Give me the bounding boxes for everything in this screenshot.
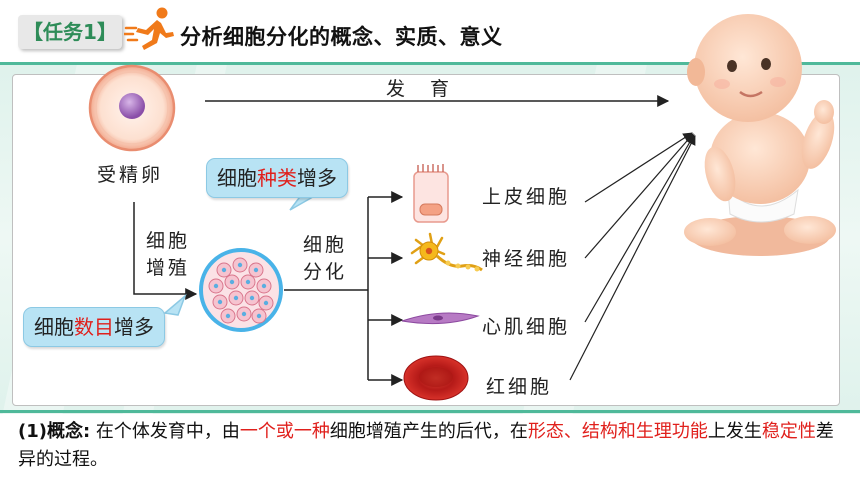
concept-text: 在个体发育中，由 [90, 421, 240, 442]
callout-number-increase: 细胞数目增多 [23, 307, 165, 347]
concept-highlight: 形态、结构和生理功能 [527, 421, 708, 442]
bubble-tail [163, 293, 187, 316]
differentiation-label-line2: 分化 [303, 261, 348, 283]
zygote-label: 受精卵 [97, 164, 164, 186]
callout-highlight: 种类 [257, 166, 297, 190]
concept-lead: (1)概念: [18, 421, 91, 442]
cell-label-cardiac: 心肌细胞 [482, 316, 571, 338]
callout-types-increase: 细胞种类增多 [206, 158, 348, 198]
concept-text: 差异的过程。 [18, 421, 834, 470]
top-rule [0, 62, 860, 65]
red-blood-cell-icon [403, 355, 469, 401]
callout-text: 细胞 [34, 315, 74, 339]
cell-label-rbc: 红细胞 [486, 376, 553, 398]
concept-highlight: 一个或一种 [239, 421, 330, 442]
cell-label-neuron: 神经细胞 [482, 248, 571, 270]
baby-illustration [684, 14, 836, 256]
concept-highlight: 稳定性 [761, 421, 816, 442]
cardiac-muscle-cell-icon [401, 312, 480, 325]
concept-text: 上发生 [707, 421, 762, 442]
callout-text: 增多 [114, 315, 154, 339]
proliferation-label-line1: 细胞 [146, 230, 191, 252]
differentiation-label-line1: 细胞 [303, 234, 348, 256]
converging-arrows [569, 132, 696, 381]
epithelial-cell-icon [413, 164, 449, 223]
bottom-rule [0, 410, 860, 413]
callout-text: 增多 [297, 166, 337, 190]
zygote-cell [88, 64, 176, 152]
proliferation-label-line2: 增殖 [146, 257, 191, 279]
development-label: 发 育 [386, 78, 453, 100]
callout-text: 细胞 [217, 166, 257, 190]
page-title: 分析细胞分化的概念、实质、意义 [180, 25, 503, 49]
concept-text: 细胞增殖产生的后代，在 [329, 421, 528, 442]
cell-label-epithelial: 上皮细胞 [482, 186, 571, 208]
proliferation-arrow [133, 202, 198, 300]
cell-cluster [199, 248, 283, 332]
running-person-icon [124, 7, 174, 50]
neuron-icon [410, 232, 483, 272]
callout-highlight: 数目 [74, 315, 114, 339]
task-tag: 【任务1】 [18, 15, 122, 49]
concept-paragraph: (1)概念: 在个体发育中，由一个或一种细胞增殖产生的后代，在形态、结构和生理功… [18, 418, 848, 474]
